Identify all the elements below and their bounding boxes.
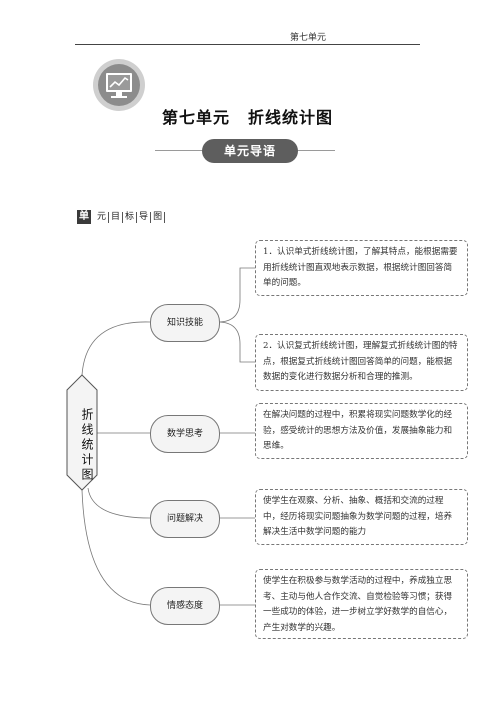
center-hexagon — [66, 374, 98, 491]
title-unit: 第七单元 — [162, 108, 231, 127]
goal-box: 使学生在积极参与数学活动的过程中，养成独立思考、主动与他人合作交流、自觉检验等习… — [255, 569, 468, 639]
branch-problem-solving: 问题解决 — [150, 500, 220, 538]
title-name: 折线统计图 — [248, 108, 334, 127]
header-rule — [75, 44, 420, 45]
subheader-char: 元 — [95, 211, 110, 223]
subheader-char: 标 — [123, 211, 138, 223]
subheader-box-char: 单 — [77, 210, 91, 224]
mindmap-center: 折线统计图 — [80, 408, 94, 483]
subheader-char: 目 — [109, 211, 124, 223]
running-header: 第七单元 — [290, 33, 327, 43]
goal-box: 1．认识单式折线统计图，了解其特点，能根据需要用折线统计图直观地表示数据，根据统… — [255, 240, 468, 296]
subheader-char: 导 — [137, 211, 152, 223]
subheader-char: 图 — [151, 211, 166, 223]
section-banner: 单元导语 — [202, 139, 298, 163]
goal-box: 2．认识复式折线统计图，理解复式折线统计图的特点，根据复式折线统计图回答简单的问… — [255, 334, 468, 391]
branch-knowledge-skills: 知识技能 — [150, 304, 220, 342]
goal-box: 使学生在观察、分析、抽象、概括和交流的过程中，经历将现实问题抽象为数学问题的过程… — [255, 489, 468, 545]
chart-screen-icon — [92, 58, 146, 112]
page-title: 第七单元折线统计图 — [162, 104, 333, 128]
branch-attitude: 情感态度 — [150, 587, 220, 625]
goal-box: 在解决问题的过程中，积累将现实问题数学化的经验，感受统计的思想方法及价值，发展抽… — [255, 403, 468, 459]
section-subheader: 单 元 目 标 导 图 — [77, 210, 166, 224]
branch-math-thinking: 数学思考 — [150, 415, 220, 453]
